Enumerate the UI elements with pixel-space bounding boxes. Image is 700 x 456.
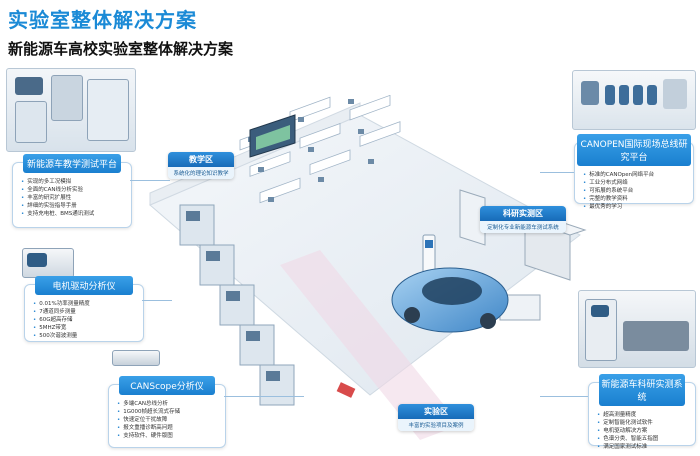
zone-label-teaching-title: 教学区: [168, 152, 234, 167]
list-item: 全面的CAN线分析实验: [21, 186, 125, 194]
list-item: 詳细的实验指导手册: [21, 202, 125, 210]
lab-floor-illustration: [149, 95, 587, 440]
list-item: 最优秀的学习: [583, 203, 687, 211]
panel-teaching-platform-list: 实现的多工况模拟 全面的CAN线分析实验 丰富的研究扩展性 詳细的实验指导手册 …: [13, 176, 131, 222]
panel-motor-analyzer-list: 0.01%功率测量精度 7通道同步测量 60G超高存储 5MHZ带宽 500次谐…: [25, 298, 143, 344]
list-item: 60G超高存储: [33, 316, 137, 324]
panel-research-system-list: 超高测量精度 定制智能化测试软件 电机驱动解决方案 色谱分类、智能五指图 满足国…: [589, 409, 695, 455]
list-item: 标准的CANOpen网络平台: [583, 171, 687, 179]
panel-canscope-list: 多端CAN总线分析 1G000帧超长流式存储 快速定位干扰故障 报文重播诊断高问…: [109, 398, 225, 444]
list-item: 报文重播诊断高问题: [117, 424, 219, 432]
list-item: 0.01%功率测量精度: [33, 300, 137, 308]
list-item: 实现的多工况模拟: [21, 178, 125, 186]
list-item: 500次谐波测量: [33, 332, 137, 340]
list-item: 1G000帧超长流式存储: [117, 408, 219, 416]
panel-motor-analyzer: 电机驱动分析仪 0.01%功率测量精度 7通道同步测量 60G超高存储 5MHZ…: [24, 276, 144, 344]
motor-analyzer-image: [22, 248, 74, 278]
panel-motor-analyzer-title: 电机驱动分析仪: [35, 276, 133, 295]
research-system-image: [578, 290, 696, 368]
list-item: 工业分布式网络: [583, 179, 687, 187]
panel-canopen-list: 标准的CANOpen网络平台 工业分布式网络 可拓展的系统平台 完整的教学资料 …: [575, 169, 693, 215]
zone-label-research: 科研实测区 定制化专业新能源车测试系统: [480, 206, 566, 233]
panel-teaching-platform-title: 新能源车教学测试平台: [23, 154, 121, 173]
list-item: 支持软件、硬件版图: [117, 432, 219, 440]
list-item: 5MHZ带宽: [33, 324, 137, 332]
panel-canopen-title: CANOPEN国际现场总线研究平台: [577, 134, 691, 166]
zone-label-teaching: 教学区 系统化的理论知识教学: [168, 152, 234, 179]
connector-line: [224, 396, 304, 397]
electric-car: [391, 267, 509, 333]
panel-research-system: 新能源车科研实测系统 超高测量精度 定制智能化测试软件 电机驱动解决方案 色谱分…: [588, 374, 696, 450]
zone-label-lab-sub: 丰富的实验项目及案例: [398, 419, 474, 431]
teaching-platform-image: [6, 68, 136, 152]
zone-label-lab: 实验区 丰富的实验项目及案例: [398, 404, 474, 431]
list-item: 丰富的研究扩展性: [21, 194, 125, 202]
list-item: 超高测量精度: [597, 411, 689, 419]
panel-teaching-platform: 新能源车教学测试平台 实现的多工况模拟 全面的CAN线分析实验 丰富的研究扩展性…: [12, 154, 132, 228]
list-item: 多端CAN总线分析: [117, 400, 219, 408]
lab-benches: [179, 204, 295, 406]
panel-canscope: CANScope分析仪 多端CAN总线分析 1G000帧超长流式存储 快速定位干…: [108, 376, 226, 448]
canscope-image: [112, 350, 160, 366]
list-item: 色谱分类、智能五指图: [597, 435, 689, 443]
page-title: 实验室整体解决方案: [8, 8, 197, 32]
list-item: 满足国家测试标准: [597, 443, 689, 451]
zone-label-lab-title: 实验区: [398, 404, 474, 419]
zone-label-research-title: 科研实测区: [480, 206, 566, 221]
connector-line: [142, 300, 172, 301]
panel-canscope-title: CANScope分析仪: [119, 376, 215, 395]
floor-sign: [336, 382, 356, 398]
connector-line: [540, 172, 574, 173]
list-item: 电机驱动解决方案: [597, 427, 689, 435]
panel-canopen: CANOPEN国际现场总线研究平台 标准的CANOpen网络平台 工业分布式网络…: [574, 134, 694, 210]
connector-line: [540, 396, 588, 397]
connector-line: [130, 180, 170, 181]
list-item: 可拓展的系统平台: [583, 187, 687, 195]
panel-research-system-title: 新能源车科研实测系统: [599, 374, 685, 406]
list-item: 支持充电桩、BMS通讯测试: [21, 210, 125, 218]
zone-label-research-sub: 定制化专业新能源车测试系统: [480, 221, 566, 233]
zone-label-teaching-sub: 系统化的理论知识教学: [168, 167, 234, 179]
page-subtitle: 新能源车高校实验室整体解决方案: [8, 40, 234, 58]
list-item: 定制智能化测试软件: [597, 419, 689, 427]
canopen-platform-image: [572, 70, 696, 130]
walkway: [280, 250, 460, 440]
list-item: 7通道同步测量: [33, 308, 137, 316]
list-item: 完整的教学资料: [583, 195, 687, 203]
list-item: 快速定位干扰故障: [117, 416, 219, 424]
